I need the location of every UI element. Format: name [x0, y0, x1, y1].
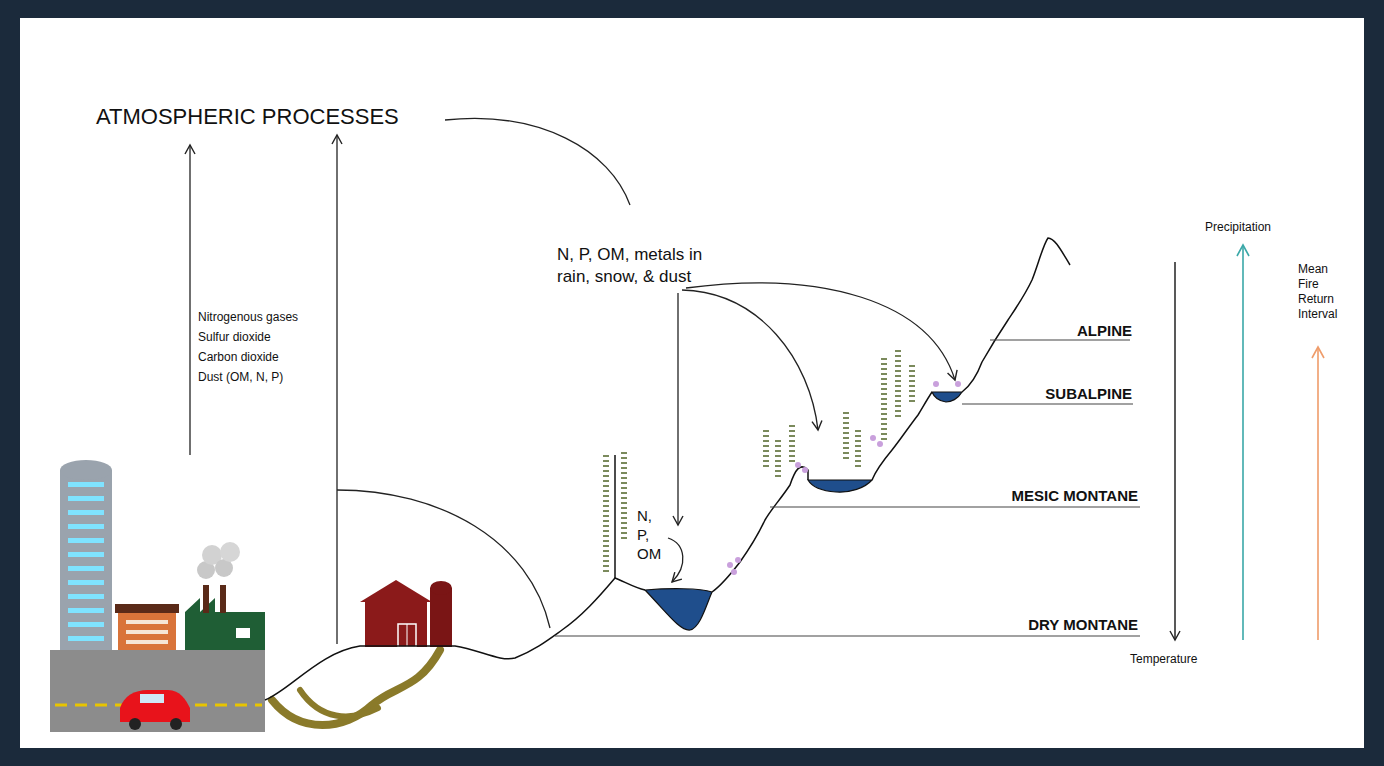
zone-lines	[555, 340, 1140, 636]
axis-label: Temperature	[1130, 652, 1197, 666]
panel	[20, 18, 1364, 748]
gas-label: Carbon dioxide	[198, 350, 279, 364]
zone-label: DRY MONTANE	[1028, 616, 1138, 634]
deposition-label: N, P, OM, metals in rain, snow, & dust	[557, 244, 732, 288]
zone-label: SUBALPINE	[1045, 385, 1132, 403]
flow-arrows	[190, 118, 955, 644]
runoff-label: N, P, OM	[637, 506, 667, 563]
farm	[272, 580, 452, 725]
gas-label: Dust (OM, N, P)	[198, 370, 283, 384]
gas-label: Nitrogenous gases	[198, 310, 298, 324]
zone-label: MESIC MONTANE	[1012, 487, 1138, 505]
axis-label: Mean Fire Return Interval	[1298, 262, 1344, 322]
gas-label: Sulfur dioxide	[198, 330, 271, 344]
zone-label: ALPINE	[1077, 322, 1132, 340]
process-heading: ATMOSPHERIC PROCESSES	[96, 104, 399, 130]
gradient-arrows	[1175, 245, 1318, 640]
city	[50, 460, 265, 732]
axis-label: Precipitation	[1205, 220, 1271, 234]
mountain	[265, 238, 1070, 700]
